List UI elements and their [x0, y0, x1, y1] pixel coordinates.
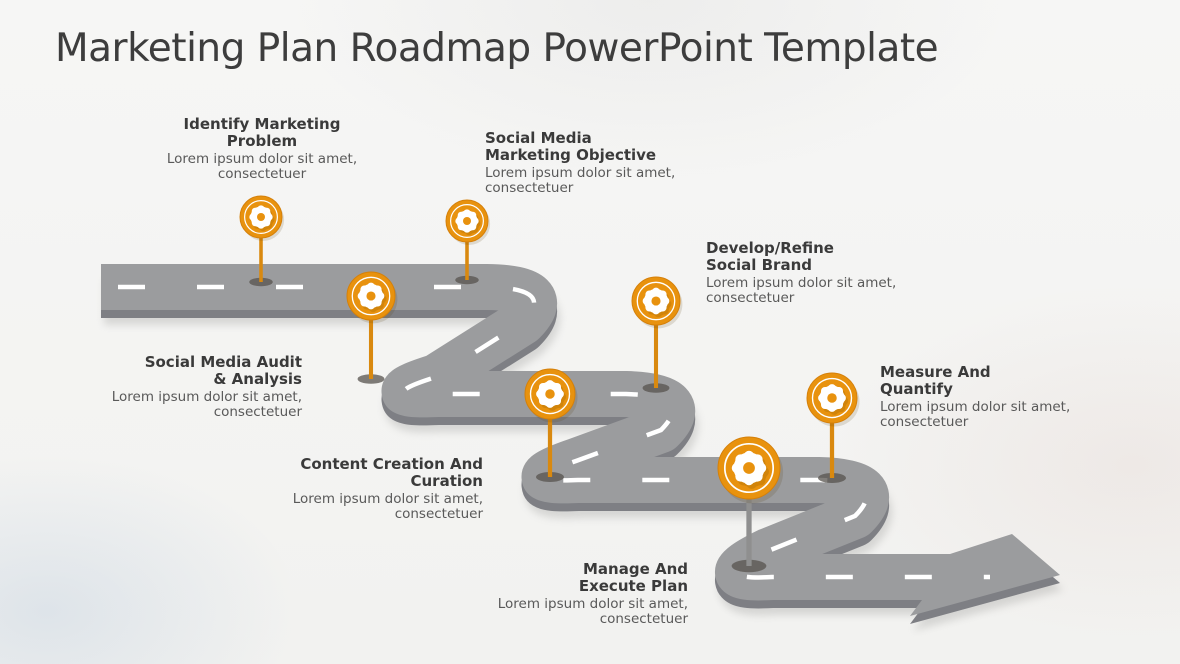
milestone-marker [239, 195, 285, 287]
road-centerline-dashes [101, 284, 990, 580]
marker-ring [636, 281, 676, 321]
marker-ring [351, 276, 391, 316]
road-surface [101, 264, 1060, 616]
marker-ring [529, 373, 571, 415]
milestone-marker [717, 436, 784, 573]
milestone-markers [239, 195, 860, 573]
milestone-marker [524, 368, 578, 482]
milestone-marker [631, 276, 683, 393]
marker-ring [723, 442, 775, 494]
marker-ring [811, 377, 853, 419]
milestone-marker [445, 199, 491, 285]
marker-ring [244, 200, 278, 234]
milestone-marker [346, 271, 398, 384]
marker-ring [450, 204, 484, 238]
page-title: Marketing Plan Roadmap PowerPoint Templa… [55, 26, 939, 71]
milestone-marker [806, 372, 860, 483]
